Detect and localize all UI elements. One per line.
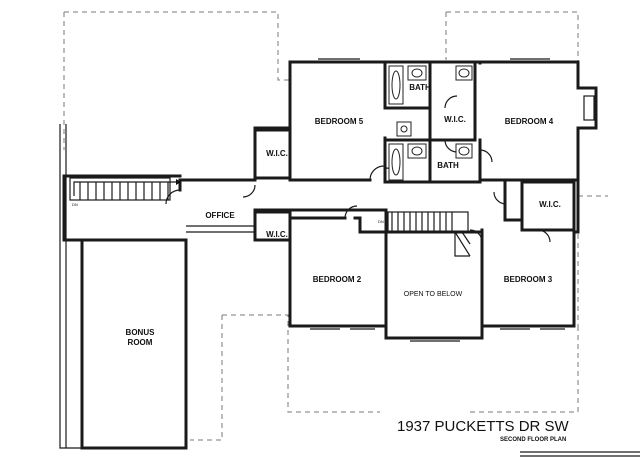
wic-bedroom-5-label: W.I.C. (266, 149, 288, 158)
left-stair: DN (69, 177, 181, 207)
title-block-border (520, 451, 640, 457)
bath-upper-label: BATH (409, 83, 431, 92)
main-stair: DN (378, 211, 471, 257)
fireplace (583, 95, 595, 121)
bath-fixtures (388, 65, 473, 181)
wic-bath-label: W.I.C. (444, 115, 466, 124)
left-stair-dn-label: DN (72, 202, 78, 207)
bedroom-3-label: BEDROOM 3 (504, 275, 553, 284)
open-to-below-label: OPEN TO BELOW (404, 291, 463, 298)
main-stair-dn-label: DN (378, 219, 384, 224)
bedroom-5-label: BEDROOM 5 (315, 117, 364, 126)
bonus-room-label-line2: ROOM (128, 338, 153, 347)
bath-lower-label: BATH (437, 161, 459, 170)
wic-bedroom-3-label: W.I.C. (539, 200, 561, 209)
windows (310, 58, 565, 342)
bedroom-2-label: BEDROOM 2 (313, 275, 362, 284)
interior-walls (186, 60, 580, 340)
office-label: OFFICE (205, 211, 235, 220)
address-title: 1937 PUCKETTS DR SW (397, 418, 570, 435)
wic-bedroom-2-label: W.I.C. (266, 230, 288, 239)
sheet-subtitle: SECOND FLOOR PLAN (500, 437, 566, 443)
roof-outline-dashed (63, 11, 608, 441)
bonus-room-label-line1: BONUS (126, 328, 156, 337)
bedroom-4-label: BEDROOM 4 (505, 117, 554, 126)
